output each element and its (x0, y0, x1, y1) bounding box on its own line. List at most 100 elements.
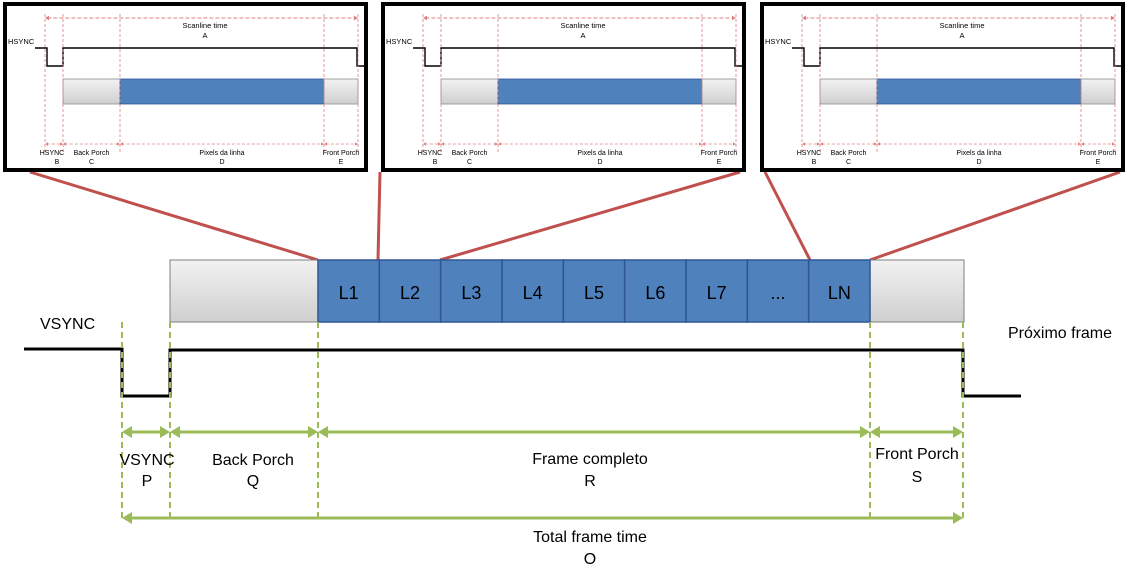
segment-arrow-head-left (45, 142, 48, 146)
segment-arrow-head-right (699, 142, 702, 146)
segment-arrow-head-left (423, 142, 426, 146)
frame-line-label: L5 (584, 283, 604, 303)
segment-arrow-head-right (874, 142, 877, 146)
next-frame-label: Próximo frame (1008, 325, 1112, 342)
scanline-label: Scanline time (560, 21, 605, 30)
hsync-label: HSYNC (765, 37, 792, 46)
scanline-arrow-head-right (1111, 15, 1115, 21)
zoom-callout-lines (29, 170, 1121, 262)
segment-arrow-head-right (321, 142, 324, 146)
back-porch-block (62, 78, 121, 105)
frame-line-label: L3 (461, 283, 481, 303)
callout-line (869, 170, 1121, 262)
segment-arrow-head-left (802, 142, 805, 146)
frame-line-cell (623, 259, 687, 323)
frame-line-cell (746, 259, 810, 323)
segment-name: HSYNC (40, 150, 65, 157)
callout-line (29, 170, 319, 262)
segment-letter: E (339, 159, 344, 166)
segment-letter: B (433, 159, 438, 166)
vsync-waveform: VSYNC Próximo frame (24, 316, 1112, 398)
segment-letter: C (467, 159, 472, 166)
total-arrow-head-right (953, 512, 963, 524)
interval-name: Front Porch (875, 446, 959, 463)
segment-letter: C (89, 159, 94, 166)
segment-arrow-head-left (820, 142, 823, 146)
segment-arrow-head-left (63, 142, 66, 146)
scanline-letter: A (580, 31, 585, 40)
frame-line-cell (807, 259, 871, 323)
segment-name: Back Porch (452, 150, 488, 157)
front-porch-block (323, 78, 359, 105)
interval-letter: P (142, 473, 153, 490)
segment-name: HSYNC (418, 150, 443, 157)
segment-arrow-head-right (733, 142, 736, 146)
hsync-label: HSYNC (386, 37, 413, 46)
back-porch-block (440, 78, 499, 105)
total-letter: O (584, 551, 596, 568)
callout-line (376, 171, 382, 261)
scanline-arrow-head-right (732, 15, 736, 21)
interval-arrow-head-right (860, 426, 870, 438)
segment-name: Back Porch (74, 150, 110, 157)
segment-name: Front Porch (701, 150, 738, 157)
back-porch-bar (169, 259, 319, 323)
frame-line-label: L2 (400, 283, 420, 303)
segment-arrow-head-right (117, 142, 120, 146)
scanline-arrow-head-left (423, 15, 427, 21)
interval-arrow-head-left (870, 426, 880, 438)
segment-arrow-head-left (498, 142, 501, 146)
front-porch-block (701, 78, 737, 105)
scanline-label: Scanline time (939, 21, 984, 30)
interval-name: Frame completo (532, 451, 648, 468)
frame-line-cell (562, 259, 626, 323)
segment-arrow-head-left (120, 142, 123, 146)
interval-arrow-head-left (318, 426, 328, 438)
segment-arrow-head-right (355, 142, 358, 146)
frame-line-label: L4 (523, 283, 543, 303)
segment-arrow-head-left (441, 142, 444, 146)
segment-letter: D (597, 159, 602, 166)
segment-arrow-head-right (1078, 142, 1081, 146)
segment-letter: B (812, 159, 817, 166)
segment-name: HSYNC (797, 150, 822, 157)
vsync-label: VSYNC (40, 316, 95, 333)
frame-line-cell (378, 259, 442, 323)
frame-line-cell (317, 259, 381, 323)
interval-arrow-head-right (160, 426, 170, 438)
segment-letter: D (219, 159, 224, 166)
hsync-label: HSYNC (8, 37, 35, 46)
segment-name: Pixels da linha (199, 150, 244, 157)
frame-line-label: L7 (707, 283, 727, 303)
callout-line (763, 171, 812, 261)
interval-letter: S (912, 469, 923, 486)
interval-letter: Q (247, 473, 259, 490)
segment-arrow-head-left (702, 142, 705, 146)
back-porch-block (819, 78, 878, 105)
scanline-arrow-head-left (802, 15, 806, 21)
frame-line-cell (439, 259, 503, 323)
interval-arrow-head-left (122, 426, 132, 438)
pixels-block (876, 78, 1082, 105)
scanline-letter: A (959, 31, 964, 40)
interval-letter: R (584, 473, 596, 490)
segment-name: Pixels da linha (956, 150, 1001, 157)
segment-letter: E (1096, 159, 1101, 166)
scanline-letter: A (202, 31, 207, 40)
interval-name: VSYNC (119, 452, 174, 469)
scanline-arrow-head-left (45, 15, 49, 21)
segment-arrow-head-right (495, 142, 498, 146)
callout-line (439, 170, 741, 262)
interval-name: Back Porch (212, 452, 294, 469)
segment-arrow-head-left (877, 142, 880, 146)
pixels-block (497, 78, 703, 105)
segment-arrow-head-right (1112, 142, 1115, 146)
frame-line-cell (501, 259, 565, 323)
interval-arrow-head-left (170, 426, 180, 438)
interval-arrow-head-right (953, 426, 963, 438)
